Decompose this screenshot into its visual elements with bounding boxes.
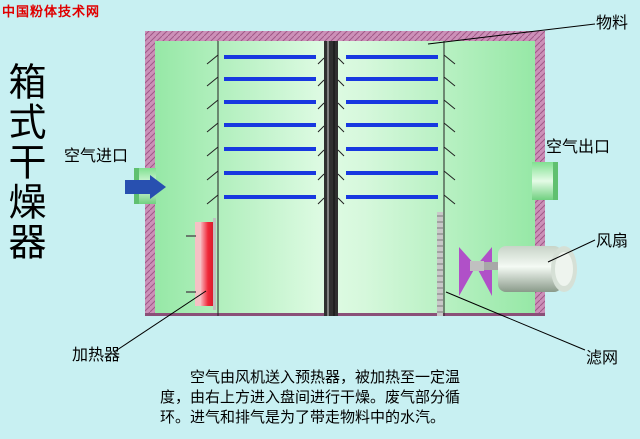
label-air-inlet: 空气进口 [64,146,129,165]
chamber-bottom [145,313,545,316]
label-material: 物料 [596,13,629,32]
heater [186,218,216,310]
leader-filter [445,291,586,351]
fan-motor [498,246,562,292]
description-line: 空气由风机送入预热器，被加热至一定温 [190,368,461,386]
leader-material [427,23,596,45]
description: 空气由风机送入预热器，被加热至一定温 度，由右上方进入盘间进行干燥。废气部分循 … [160,367,600,427]
leader-fan [547,239,596,263]
tray-stack-left [224,55,316,199]
label-air-outlet: 空气出口 [546,137,611,156]
label-fan: 风扇 [596,231,629,250]
tray-brackets [206,54,456,205]
fan-blades [459,247,476,296]
tray-stack-right [346,55,438,199]
filter-screen [437,212,443,316]
label-heater: 加热器 [72,345,121,364]
site-title: 中国粉体技术网 [2,5,101,20]
leader-heater [113,290,207,353]
label-filter: 滤网 [586,348,619,367]
fan [459,246,577,296]
inlet-arrow [125,175,166,199]
description-line: 环。进气和排气是为了带走物料中的水汽。 [160,408,446,426]
diagram-title: 箱式干燥器 [2,62,46,262]
central-shaft [324,41,338,316]
description-line: 度，由右上方进入盘间进行干燥。废气部分循 [160,388,461,406]
